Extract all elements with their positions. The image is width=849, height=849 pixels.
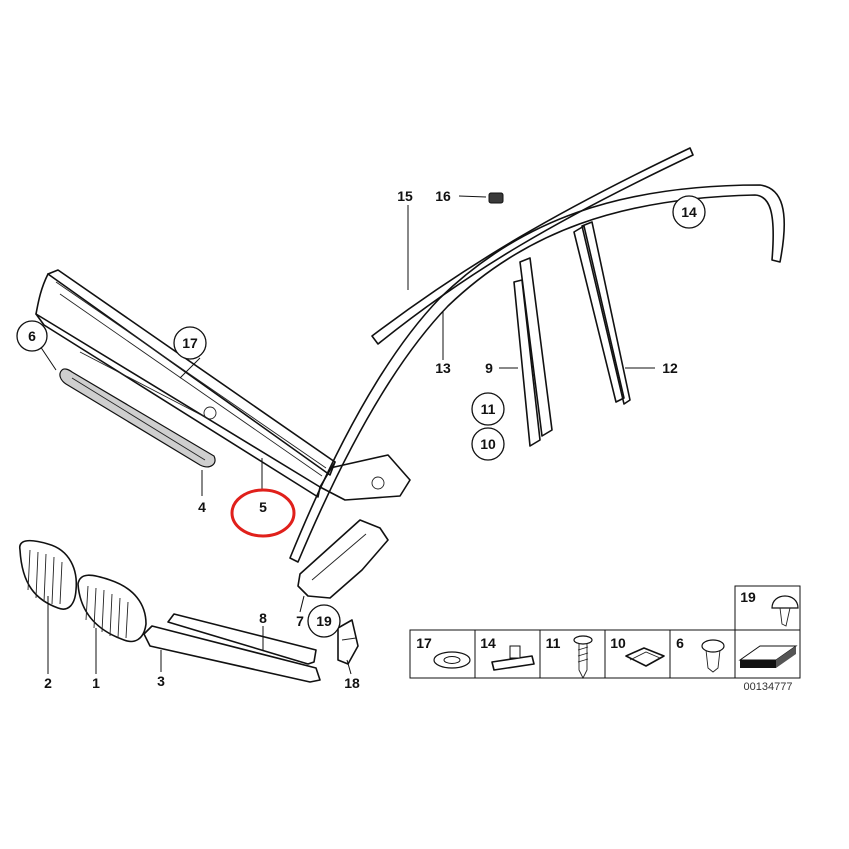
nut-clip-icon — [625, 647, 665, 667]
screw-icon — [573, 635, 593, 680]
callout-15: 15 — [397, 188, 413, 204]
callout-1: 1 — [92, 675, 100, 691]
callout-8: 8 — [259, 610, 267, 626]
catalog-number: 00134777 — [744, 681, 793, 693]
legend-label-11: 11 — [546, 635, 561, 651]
callout-5: 5 — [259, 499, 267, 515]
callout-4: 4 — [198, 499, 206, 515]
callout-2: 2 — [44, 675, 52, 691]
callout-19: 19 — [316, 613, 332, 629]
callout-11: 11 — [481, 401, 496, 417]
callout-3: 3 — [157, 673, 165, 689]
kidney-grilles — [19, 539, 147, 643]
clip-icon — [491, 645, 535, 671]
window-trims — [513, 221, 631, 447]
lower-trims — [143, 613, 321, 683]
legend-label-19: 19 — [740, 589, 756, 605]
callout-13: 13 — [435, 360, 451, 376]
callout-12: 12 — [662, 360, 678, 376]
cowl-panel — [35, 269, 411, 501]
callout-7: 7 — [296, 613, 304, 629]
legend-label-6: 6 — [676, 635, 684, 651]
highlight-ring — [230, 488, 296, 538]
roof-trim — [289, 147, 786, 563]
callout-14: 14 — [681, 204, 697, 220]
callout-10: 10 — [480, 436, 496, 452]
expanding-rivet-icon — [701, 639, 725, 673]
callouts: 1 2 3 4 5 6 7 8 9 10 11 12 13 14 15 16 1… — [28, 188, 697, 691]
callout-16: 16 — [435, 188, 451, 204]
bracket-7 — [297, 519, 389, 599]
legend-label-10: 10 — [610, 635, 626, 651]
callout-18: 18 — [344, 675, 360, 691]
clip-18 — [337, 619, 359, 665]
callout-9: 9 — [485, 360, 493, 376]
leader-lines — [39, 195, 655, 675]
arrow-icon — [738, 645, 798, 668]
callout-rings — [16, 195, 706, 638]
cowl-seal — [59, 368, 216, 468]
legend-label-17: 17 — [416, 635, 432, 651]
legend-label-14: 14 — [480, 635, 496, 651]
callout-17: 17 — [182, 335, 198, 351]
push-pin-icon — [771, 595, 799, 627]
callout-6: 6 — [28, 328, 36, 344]
fastener-legend: 17 14 11 10 6 19 — [409, 585, 801, 680]
